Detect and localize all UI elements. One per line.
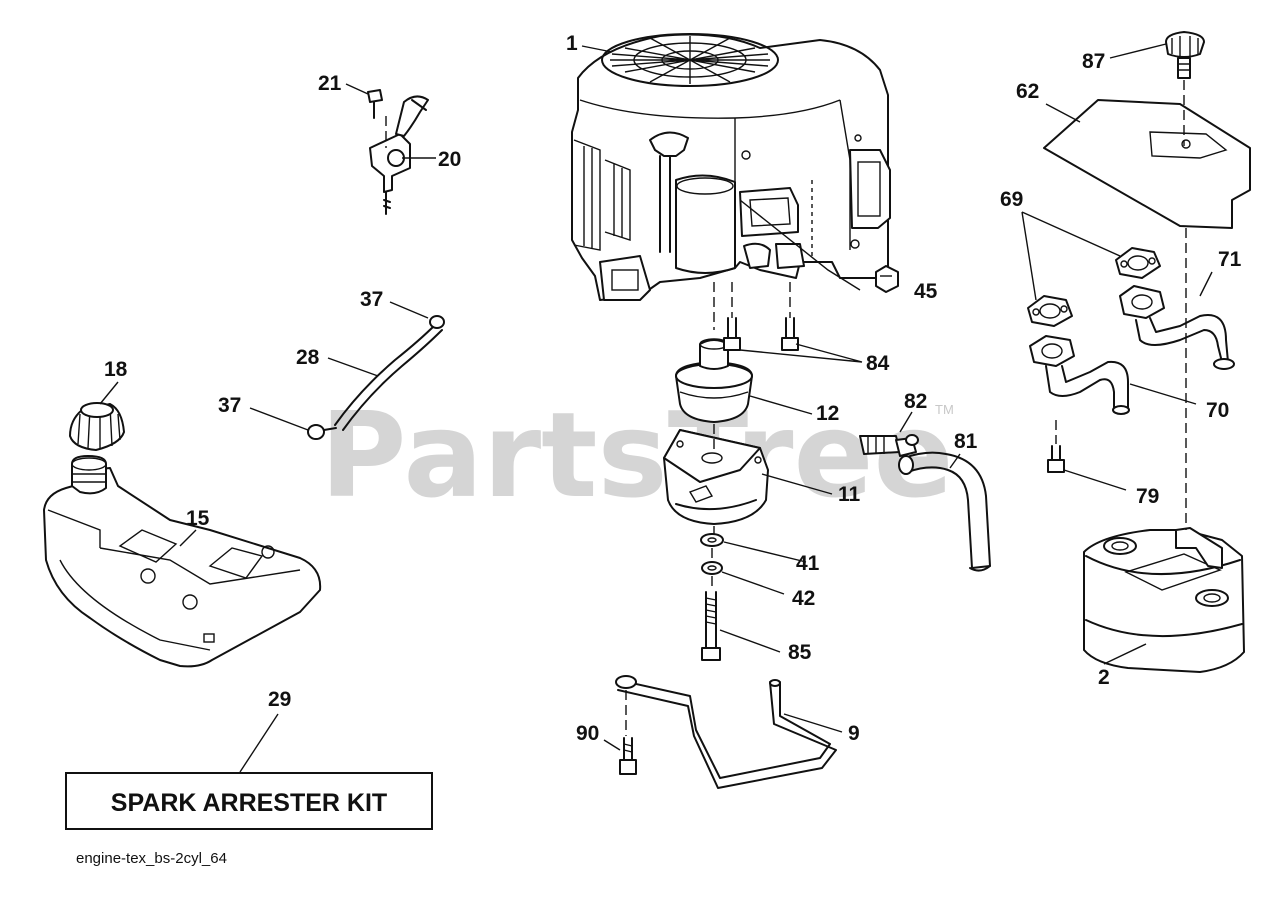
bolt-part-90[interactable] — [619, 737, 637, 775]
washer-part-41[interactable] — [700, 533, 724, 547]
bracket-part-9[interactable] — [615, 675, 837, 789]
screw-part-21[interactable] — [367, 89, 383, 119]
engine-part-1[interactable] — [571, 33, 891, 301]
drain-hose-part-81[interactable] — [898, 451, 991, 572]
hose-clamp-part-37-top[interactable] — [429, 315, 445, 329]
callout-81: 81 — [954, 430, 978, 453]
nut-part-45[interactable] — [875, 265, 899, 293]
callout-62: 62 — [1016, 80, 1039, 103]
callout-21: 21 — [318, 72, 342, 95]
callout-42: 42 — [792, 587, 815, 610]
exhaust-gasket-part-69-upper[interactable] — [1115, 247, 1161, 279]
leader-lines — [99, 43, 1213, 773]
bolt-part-84-right[interactable] — [781, 317, 799, 351]
callout-79: 79 — [1136, 485, 1159, 508]
throttle-control-part-20[interactable] — [369, 95, 429, 215]
callout-28: 28 — [296, 346, 320, 369]
callout-1: 1 — [566, 32, 578, 55]
callout-71: 71 — [1218, 248, 1242, 271]
watermark: PartsTree TM — [320, 386, 954, 524]
screw-part-79[interactable] — [1047, 445, 1065, 473]
fuel-line-part-28[interactable] — [334, 323, 443, 431]
callout-69: 69 — [1000, 188, 1023, 211]
heat-shield-part-62[interactable] — [1043, 99, 1251, 229]
fuel-cap-part-18[interactable] — [69, 402, 125, 451]
bolt-part-84-left[interactable] — [723, 317, 741, 351]
diagram-code: engine-tex_bs-2cyl_64 — [76, 850, 227, 867]
knob-part-87[interactable] — [1165, 31, 1205, 79]
callout-37: 37 — [218, 394, 241, 417]
watermark-text: PartsTree — [320, 386, 954, 524]
callout-45: 45 — [914, 280, 938, 303]
callout-70: 70 — [1206, 399, 1229, 422]
callout-29: 29 — [268, 688, 291, 711]
pto-clutch-part-11[interactable] — [663, 429, 769, 525]
callout-37: 37 — [360, 288, 383, 311]
callout-84: 84 — [866, 352, 890, 375]
callout-15: 15 — [186, 507, 210, 530]
spark-arrester-kit-label: SPARK ARRESTER KIT — [111, 789, 387, 817]
spark-arrester-kit-box[interactable]: SPARK ARRESTER KIT — [65, 772, 433, 830]
callout-12: 12 — [816, 402, 839, 425]
callout-20: 20 — [438, 148, 461, 171]
exhaust-pipe-part-70[interactable] — [1029, 335, 1130, 415]
oil-drain-valve-part-82[interactable] — [859, 434, 919, 457]
pulley-part-12[interactable] — [675, 338, 753, 423]
callout-85: 85 — [788, 641, 812, 664]
callout-90: 90 — [576, 722, 599, 745]
callout-9: 9 — [848, 722, 860, 745]
callout-87: 87 — [1082, 50, 1105, 73]
watermark-trademark: TM — [935, 402, 954, 417]
callout-41: 41 — [796, 552, 820, 575]
lock-washer-part-42[interactable] — [701, 561, 723, 575]
hose-clamp-part-37-bottom[interactable] — [307, 424, 337, 440]
alignment-lines — [385, 80, 1187, 736]
muffler-part-2[interactable] — [1083, 527, 1245, 673]
exhaust-gasket-part-69-lower[interactable] — [1027, 295, 1073, 327]
fuel-tank-part-15[interactable] — [43, 455, 322, 668]
bolt-part-85[interactable] — [701, 591, 721, 661]
exhaust-pipe-part-71[interactable] — [1119, 285, 1235, 370]
callout-11: 11 — [838, 483, 861, 506]
callout-18: 18 — [104, 358, 128, 381]
callout-labels: 1 21 20 37 28 37 18 15 29 45 84 12 11 41… — [104, 32, 1242, 745]
callout-2: 2 — [1098, 666, 1110, 689]
callout-82: 82 — [904, 390, 927, 413]
